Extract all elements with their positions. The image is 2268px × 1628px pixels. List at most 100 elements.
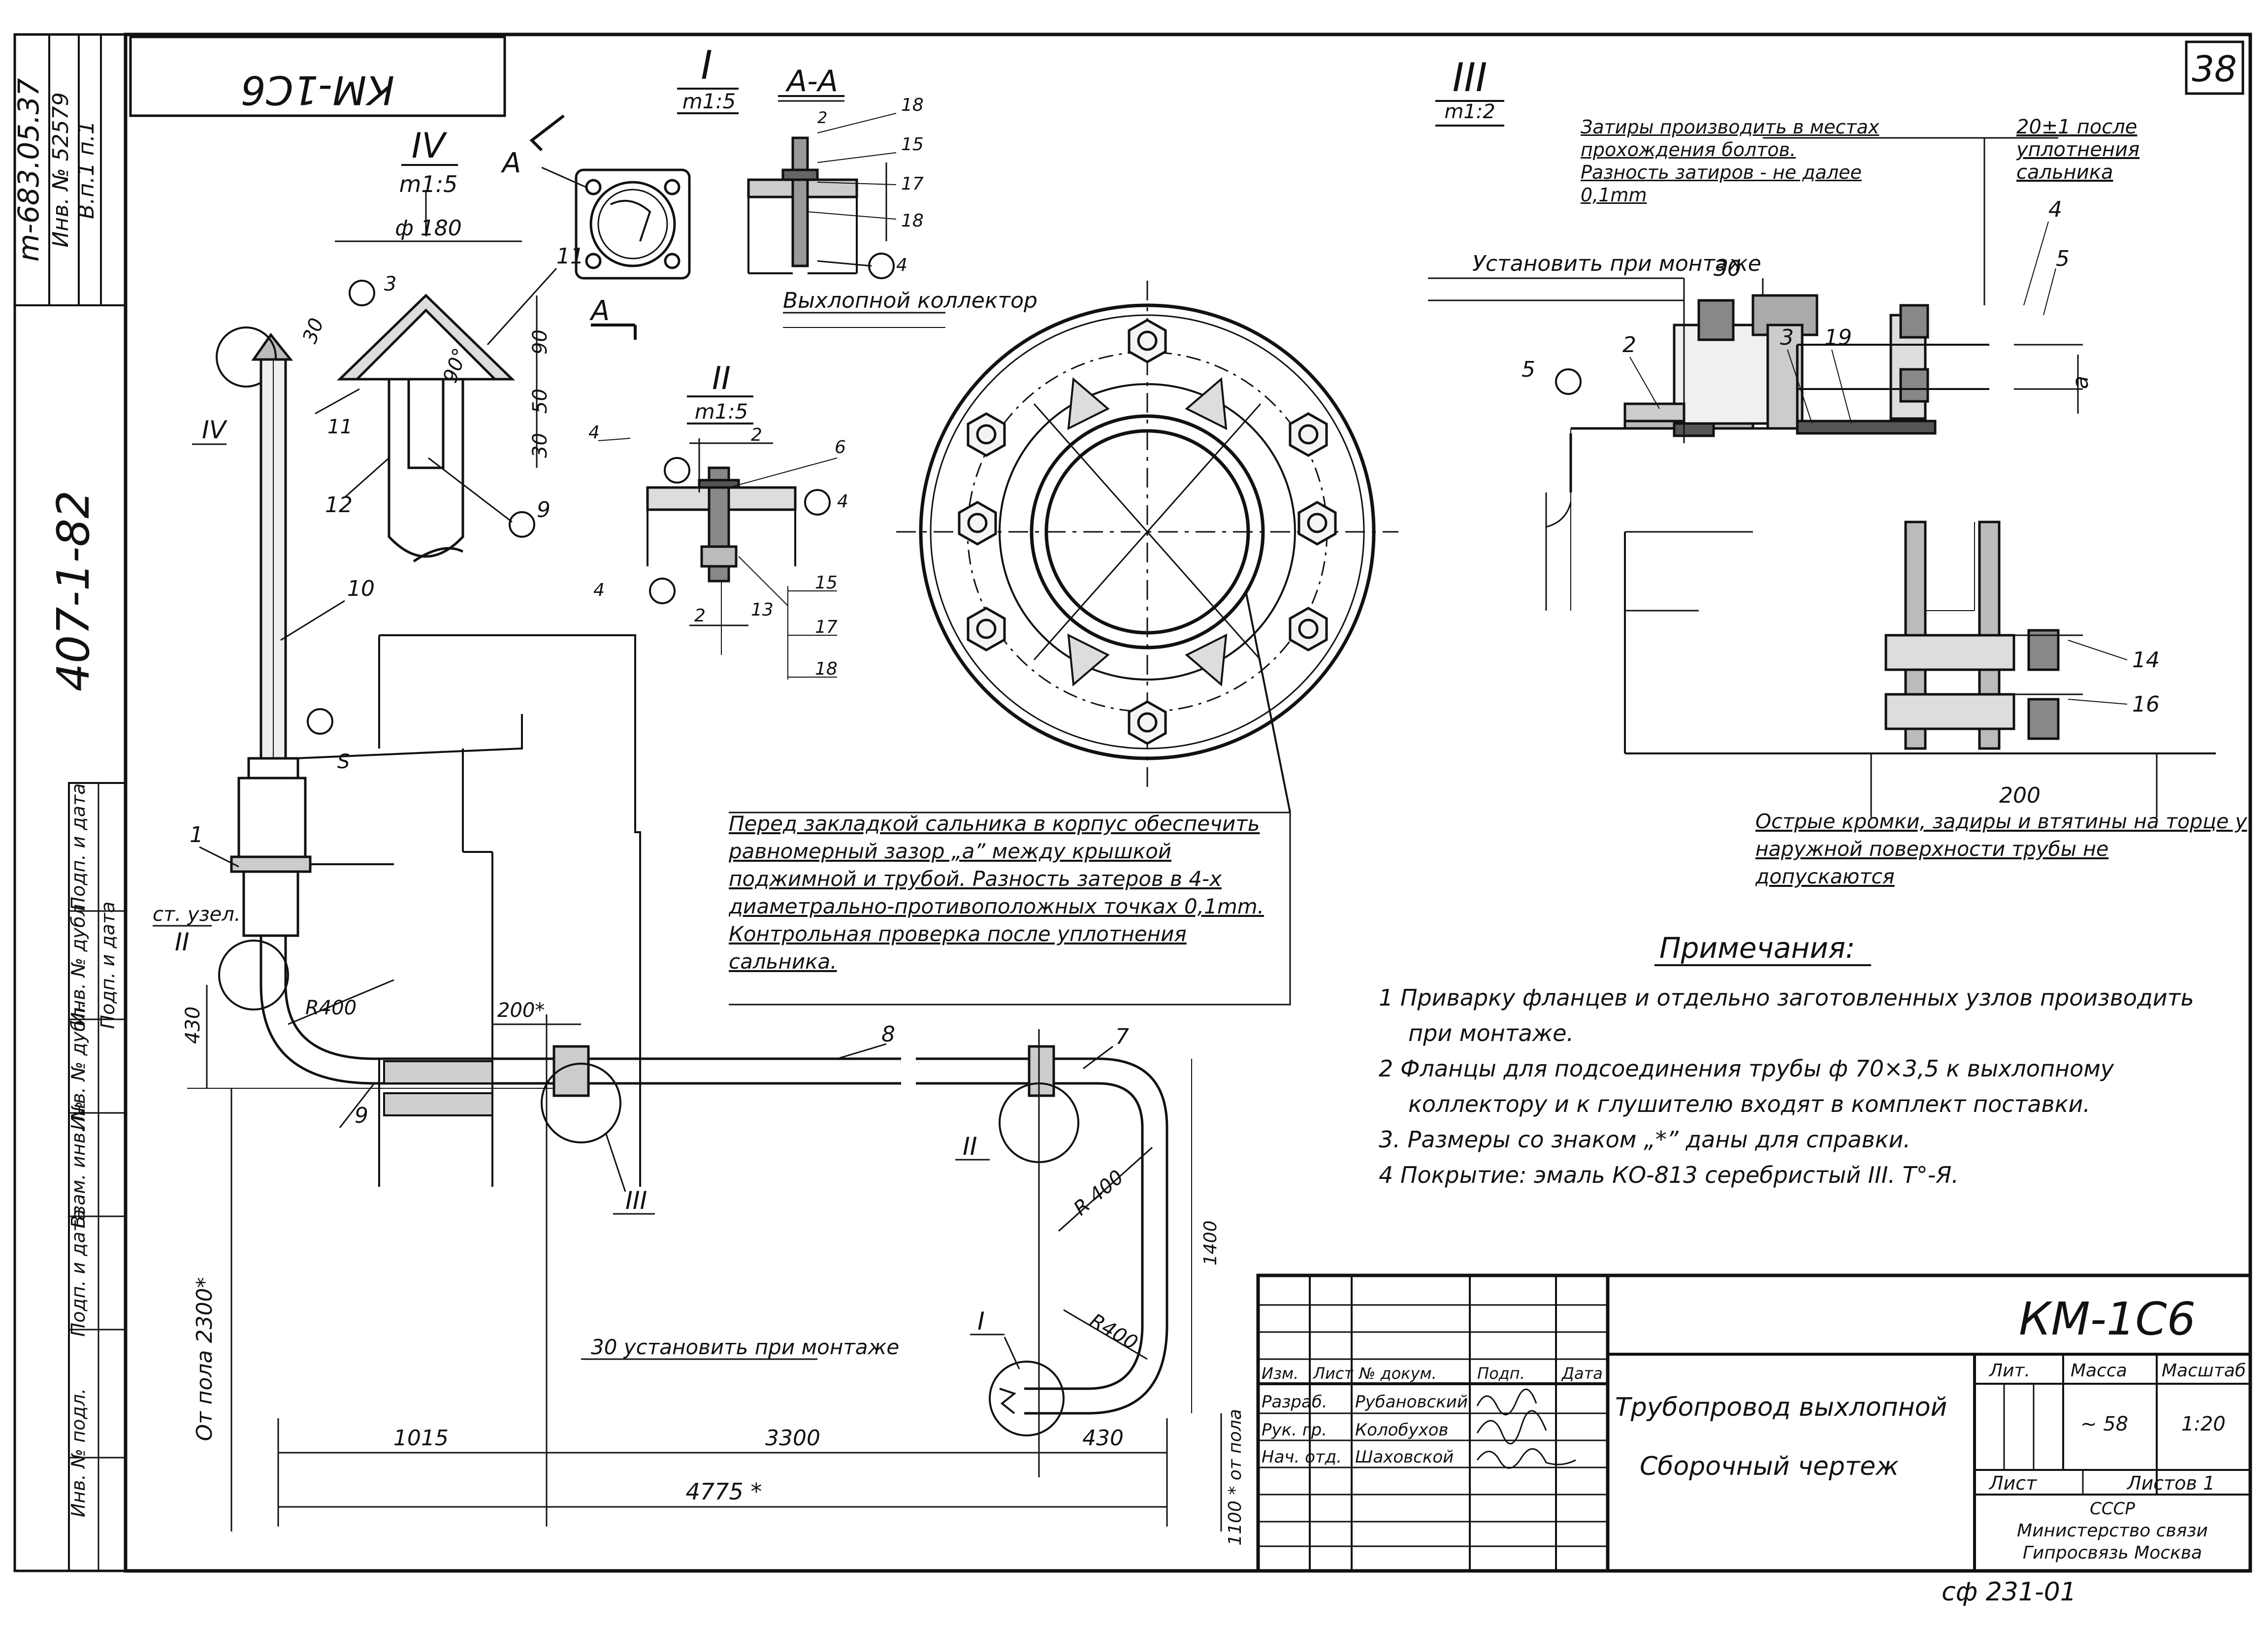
view-ii-scale: m1:5 [695, 399, 748, 423]
pos-9-pipe: 9 [355, 1103, 368, 1128]
rotated-designation-box: КМ-1С6 [129, 35, 506, 117]
pos-17-a: 17 [901, 174, 924, 194]
dim-200: 200 [1999, 783, 2041, 808]
dim-4775: 4775 * [686, 1478, 762, 1505]
svg-text:4: 4 [896, 255, 907, 275]
view-iv-roman: IV [412, 126, 448, 166]
tb-sheets-label: Листов 1 [2126, 1472, 2215, 1494]
dim-90-a: 90 [529, 329, 551, 355]
dim-1015: 1015 [393, 1426, 449, 1451]
surface-note: Острые кромки, задиры и втятины на торце… [1755, 810, 2247, 888]
dim-50: 50 [529, 389, 551, 414]
tb-person-1: Рубановский [1355, 1392, 1468, 1412]
side-column-2: Инв. № дубл [67, 904, 89, 1026]
notes-title: Примечания: [1659, 931, 1855, 965]
pos-18-b: 18 [901, 211, 924, 231]
pos-14: 14 [2132, 648, 2160, 673]
view-i-flange: I m1:5 А А [501, 42, 739, 340]
side-column-4: Инв. № дубл. [67, 1002, 89, 1130]
inventory-number: Инв. № 52579 [48, 92, 73, 247]
view-iii-scale: m1:2 [1444, 100, 1495, 123]
side-code: m-683.05.37 [12, 78, 45, 262]
pos-4: 4 [2048, 197, 2062, 222]
view-iv-callout: IV [202, 416, 228, 444]
tb-mass: ~ 58 [2080, 1413, 2128, 1435]
radius-r400-c: R400 [1086, 1309, 1141, 1355]
pos-2: 2 [1622, 332, 1636, 358]
pos-10: 10 [347, 576, 375, 601]
view-ii-callout: II [175, 928, 190, 956]
set-on-mount-30: 30 установить при монтаже [591, 1335, 899, 1359]
pos-9-cap: 9 [537, 497, 551, 522]
svg-text:4: 4 [837, 491, 848, 512]
svg-text:4: 4 [588, 423, 600, 443]
dim-30-b: 30 [298, 315, 328, 347]
side-column-1: Подп. и дата [67, 783, 89, 911]
bottom-dimensions: 1015 3300 430 4775 * 30 установить при м… [192, 1088, 1245, 1546]
dim-2: 2 [817, 108, 827, 127]
title-block [1256, 1273, 2252, 1573]
tb-col-izm: Изм. [1262, 1364, 1298, 1383]
dim-30: 30 [529, 433, 551, 458]
exhaust-collector-label: Выхлопной коллектор [783, 288, 1037, 313]
tb-col-sign: Подп. [1477, 1364, 1525, 1383]
bottom-code: сф 231-01 [1942, 1577, 2076, 1607]
side-column-6: Подп. и дата [67, 1209, 89, 1337]
dim-a: а [2068, 376, 2093, 389]
flange-bolts [958, 319, 1337, 745]
dim-430: 430 [182, 1007, 204, 1044]
pos-1: 1 [190, 822, 203, 847]
pos-5-b: 5 [2056, 246, 2070, 271]
view-i-roman: I [701, 42, 713, 88]
tb-mass-label: Масса [2071, 1361, 2127, 1381]
pos-3: 3 [1780, 325, 1794, 350]
left-margin: m-683.05.37 Инв. № 52579 В.п.1 п.1 407-1… [12, 34, 127, 1572]
pos-6: 6 [835, 437, 846, 457]
hone-note-text: Затиры производить в местах прохождения … [1581, 116, 1879, 204]
pos-8: 8 [881, 1022, 895, 1047]
dim-3300: 3300 [765, 1426, 820, 1451]
sheet-references: В.п.1 п.1 [74, 121, 99, 219]
section-mark-a-bottom: А [589, 295, 610, 327]
tb-sheet-label: Лист [1988, 1472, 2038, 1494]
side-column-7: Инв. № подл. [67, 1388, 89, 1517]
hone-note: Затиры производить в местах прохождения … [1581, 116, 1879, 204]
dim-d180: ф 180 [395, 216, 462, 241]
tb-scale-label: Масштаб [2162, 1361, 2246, 1381]
view-i-callout: I [977, 1307, 985, 1335]
tb-name-line1: Трубопровод выхлопной [1615, 1393, 1947, 1422]
view-ii-detail: II m1:5 2 6 4 4 4 13 15 17 18 2 [588, 360, 848, 680]
building-wall: S [295, 634, 641, 1187]
notes-list: 1 Приварку фланцев и отдельно заготовлен… [1379, 980, 2216, 1193]
dim-11: 11 [327, 416, 353, 438]
view-iii-section: III m1:2 [1428, 55, 2216, 817]
signature-3 [1476, 1448, 1576, 1469]
svg-text:S: S [337, 750, 350, 773]
tb-person-2: Колобухов [1355, 1420, 1449, 1440]
pos-15-b: 15 [815, 573, 838, 593]
gland-note-text: Перед закладкой сальника в корпус обеспе… [729, 812, 1264, 974]
tb-org-3: Гипросвязь Москва [2023, 1543, 2202, 1563]
dim-30-b-iii: 30 [1714, 256, 1741, 281]
note-item-1: 1 Приварку фланцев и отдельно заготовлен… [1379, 984, 2194, 1046]
svg-text:4: 4 [593, 580, 605, 600]
pos-12: 12 [325, 492, 353, 518]
pos-11: 11 [556, 244, 584, 269]
view-i-scale: m1:5 [682, 89, 736, 113]
pos-17-b: 17 [815, 617, 838, 637]
tb-scale: 1:20 [2181, 1413, 2226, 1435]
dim-200-star: 200* [497, 999, 545, 1022]
section-aa: А-А 18 15 17 18 2 4 Выхлопной коллектор [747, 64, 1037, 328]
side-column-5: Взам. инв. № [67, 1101, 89, 1228]
section-aa-title: А-А [785, 64, 838, 98]
view-iv-cone-cap: IV m1:5 ф 180 90 50 30 90° 30 11 11 12 9… [298, 126, 584, 563]
tb-col-list: Лист [1313, 1364, 1354, 1383]
pos-18-c: 18 [815, 659, 838, 679]
pos-15-a: 15 [901, 134, 924, 155]
series-code: 407-1-82 [48, 490, 99, 692]
note-item-4: 4 Покрытие: эмаль КО-813 серебристый III… [1379, 1162, 1959, 1188]
side-column-3: Подп. и дата [97, 902, 119, 1029]
page-number-box: 38 [2185, 40, 2244, 95]
horizontal-pipe: III 200* 8 [187, 999, 1049, 1527]
